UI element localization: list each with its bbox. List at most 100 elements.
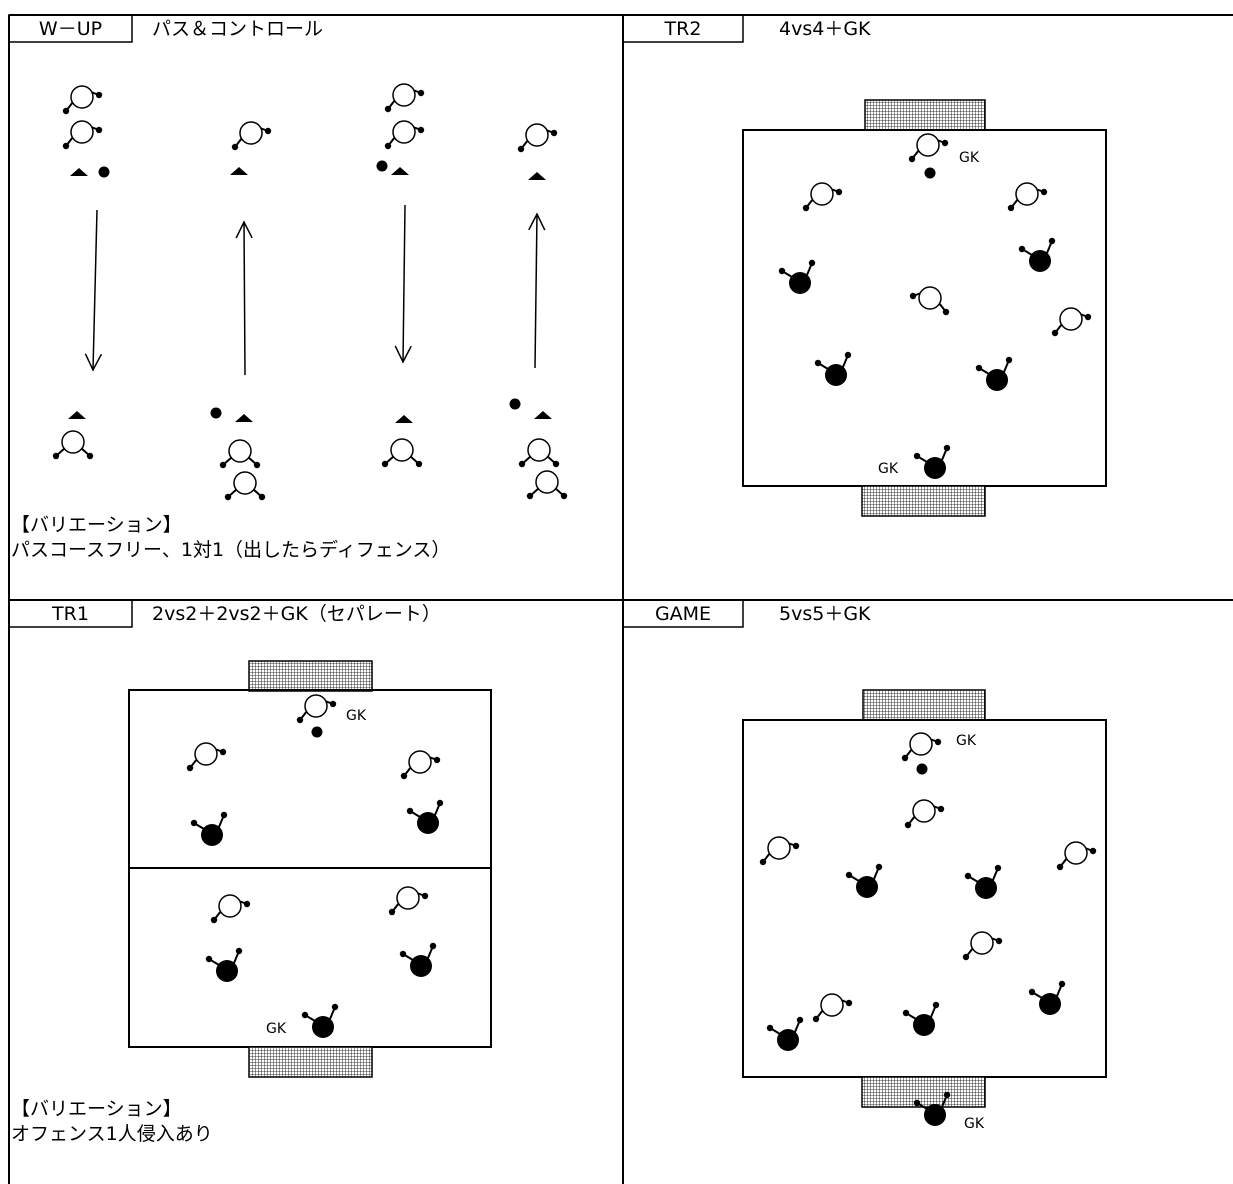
player-light	[219, 439, 261, 469]
player-hand	[253, 461, 261, 469]
player-hand	[331, 1003, 339, 1011]
player-body	[535, 470, 559, 494]
player-hand	[560, 492, 568, 500]
player-body	[417, 812, 439, 834]
cone	[391, 167, 409, 175]
player-hand	[526, 492, 534, 500]
player-hand	[904, 821, 912, 829]
player-body	[1064, 841, 1088, 865]
player-dark	[301, 1003, 339, 1038]
cone	[70, 168, 88, 176]
cone	[528, 172, 546, 180]
player-light	[908, 133, 949, 163]
player-body	[924, 457, 946, 479]
arrow-line	[402, 204, 406, 363]
player-body	[777, 1029, 799, 1051]
player-hand	[329, 700, 337, 708]
player-hand	[264, 127, 272, 135]
goal-net	[248, 1046, 373, 1078]
player-hand	[1018, 245, 1026, 253]
player-light	[802, 182, 843, 212]
player-body	[986, 369, 1008, 391]
arrow-head	[235, 220, 253, 239]
player-hand	[517, 145, 525, 153]
player-light	[210, 894, 251, 924]
player-hand	[436, 799, 444, 807]
player-hand	[552, 460, 560, 468]
player-hand	[1089, 847, 1097, 855]
player-hand	[975, 364, 983, 372]
player-light	[296, 694, 337, 724]
gk-label: GK	[346, 708, 367, 724]
pass-arrow	[84, 209, 103, 372]
player-hand	[243, 900, 251, 908]
player-hand	[231, 143, 239, 151]
player-light	[400, 750, 441, 780]
player-hand	[301, 1011, 309, 1019]
player-body	[913, 1014, 935, 1036]
player-hand	[388, 908, 396, 916]
ball	[311, 726, 323, 738]
gk-label: GK	[878, 461, 899, 477]
arrow-head	[394, 345, 412, 364]
cone	[230, 167, 248, 175]
player-hand	[400, 772, 408, 780]
player-body	[924, 1104, 946, 1126]
ball	[210, 407, 222, 419]
player-hand	[62, 142, 70, 150]
player-body	[218, 894, 242, 918]
player-hand	[778, 267, 786, 275]
player-body	[820, 993, 844, 1017]
player-body	[970, 931, 994, 955]
player-hand	[86, 452, 94, 460]
player-body	[916, 133, 940, 157]
player-hand	[845, 999, 853, 1007]
player-hand	[943, 444, 951, 452]
player-dark	[778, 259, 816, 294]
player-light	[517, 123, 558, 153]
player-light	[384, 120, 425, 150]
player-hand	[962, 953, 970, 961]
arrow-line	[92, 209, 98, 371]
player-body	[233, 471, 257, 495]
player-hand	[429, 942, 437, 950]
player-body	[61, 430, 85, 454]
player-light	[62, 85, 103, 115]
gk-label: GK	[266, 1021, 287, 1037]
player-hand	[1028, 988, 1036, 996]
player-hand	[808, 259, 816, 267]
cone	[235, 414, 253, 422]
player-dark	[1018, 237, 1056, 272]
player-light	[526, 470, 568, 500]
player-body	[767, 836, 791, 860]
arrow-head	[528, 212, 546, 231]
cone	[534, 411, 552, 419]
player-light	[62, 120, 103, 150]
player-light	[224, 471, 266, 501]
player-hand	[417, 89, 425, 97]
player-dark	[1028, 980, 1066, 1015]
player-light	[1056, 841, 1097, 871]
player-light	[381, 438, 423, 468]
player-hand	[95, 91, 103, 99]
player-hand	[1007, 204, 1015, 212]
player-body	[1029, 250, 1051, 272]
player-hand	[942, 308, 950, 316]
player-body	[392, 120, 416, 144]
pass-arrow	[235, 220, 253, 376]
player-hand	[384, 105, 392, 113]
player-hand	[995, 937, 1003, 945]
player-hand	[845, 871, 853, 879]
player-hand	[1005, 356, 1013, 364]
player-body	[396, 886, 420, 910]
goal-net	[864, 99, 986, 131]
player-hand	[186, 764, 194, 772]
player-dark	[399, 942, 437, 977]
player-hand	[875, 863, 883, 871]
player-hand	[937, 805, 945, 813]
player-body	[975, 877, 997, 899]
player-body	[201, 824, 223, 846]
player-light	[231, 121, 272, 151]
player-body	[312, 1016, 334, 1038]
